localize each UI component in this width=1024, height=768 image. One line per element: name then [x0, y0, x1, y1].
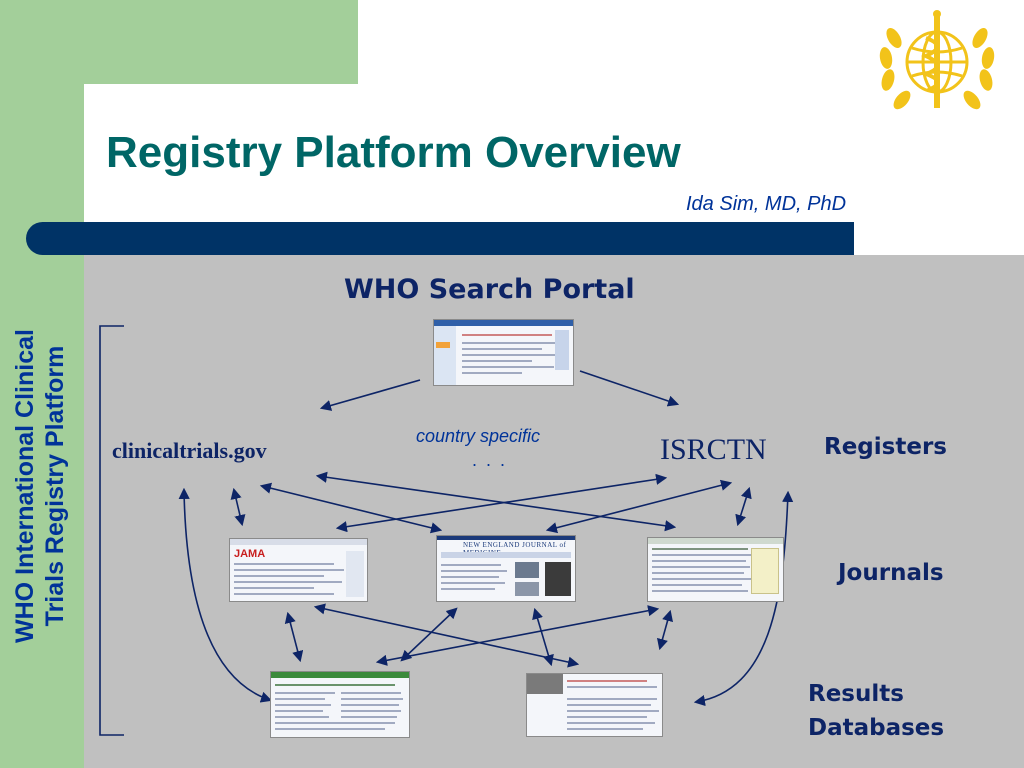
who-emblem-icon: [879, 10, 995, 110]
arrow-ctgov-nejm: [259, 482, 443, 534]
results-db-screenshot-thumbnail-1: [270, 671, 410, 738]
left-green-band: [0, 0, 84, 768]
arrow-jama-results2: [313, 603, 580, 668]
jama-logo: JAMA: [234, 548, 266, 560]
arrow-lancet-results1: [375, 605, 660, 666]
arrow-ctgov-lancet: [315, 471, 677, 532]
arrow-jama-results1: [284, 611, 304, 663]
arrow-ctgov-results-curve: [178, 487, 273, 703]
clinicaltrials-gov-label: clinicaltrials.gov: [112, 438, 267, 463]
results-db-screenshot-thumbnail-2: [526, 673, 663, 737]
lancet-screenshot-thumbnail: [647, 537, 784, 602]
arrow-ctgov-jama: [230, 487, 246, 527]
search-portal-label: WHO Search Portal: [344, 274, 635, 305]
arrow-isrctn-lancet: [735, 486, 752, 527]
tier-label-results-databases: Results Databases: [808, 677, 944, 745]
arrow-isrctn-nejm: [545, 479, 733, 534]
more-registries-ellipsis: . . .: [472, 450, 508, 470]
tier-label-registers: Registers: [824, 434, 947, 460]
tier-label-results-line-1: Results: [808, 681, 904, 707]
slide-title: Registry Platform Overview: [106, 128, 681, 177]
nejm-screenshot-thumbnail: NEW ENGLAND JOURNAL of MEDICINE: [436, 535, 576, 602]
bracket-line: [99, 325, 124, 736]
slide-author: Ida Sim, MD, PhD: [686, 193, 847, 215]
arrow-portal-to-ctgov: [319, 379, 421, 411]
top-green-band: [0, 0, 358, 84]
country-specific-note: country specific: [416, 426, 541, 446]
arrow-isrctn-results-curve: [693, 490, 794, 707]
portal-screenshot-thumbnail: [433, 319, 574, 386]
arrow-portal-to-isrctn: [579, 370, 680, 407]
header-divider-bar: [26, 222, 854, 255]
tier-label-journals: Journals: [838, 560, 944, 586]
arrow-lancet-results2: [657, 609, 673, 651]
isrctn-label: ISRCTN: [660, 433, 767, 466]
jama-screenshot-thumbnail: JAMA: [229, 538, 368, 602]
tier-label-results-line-2: Databases: [808, 715, 945, 741]
